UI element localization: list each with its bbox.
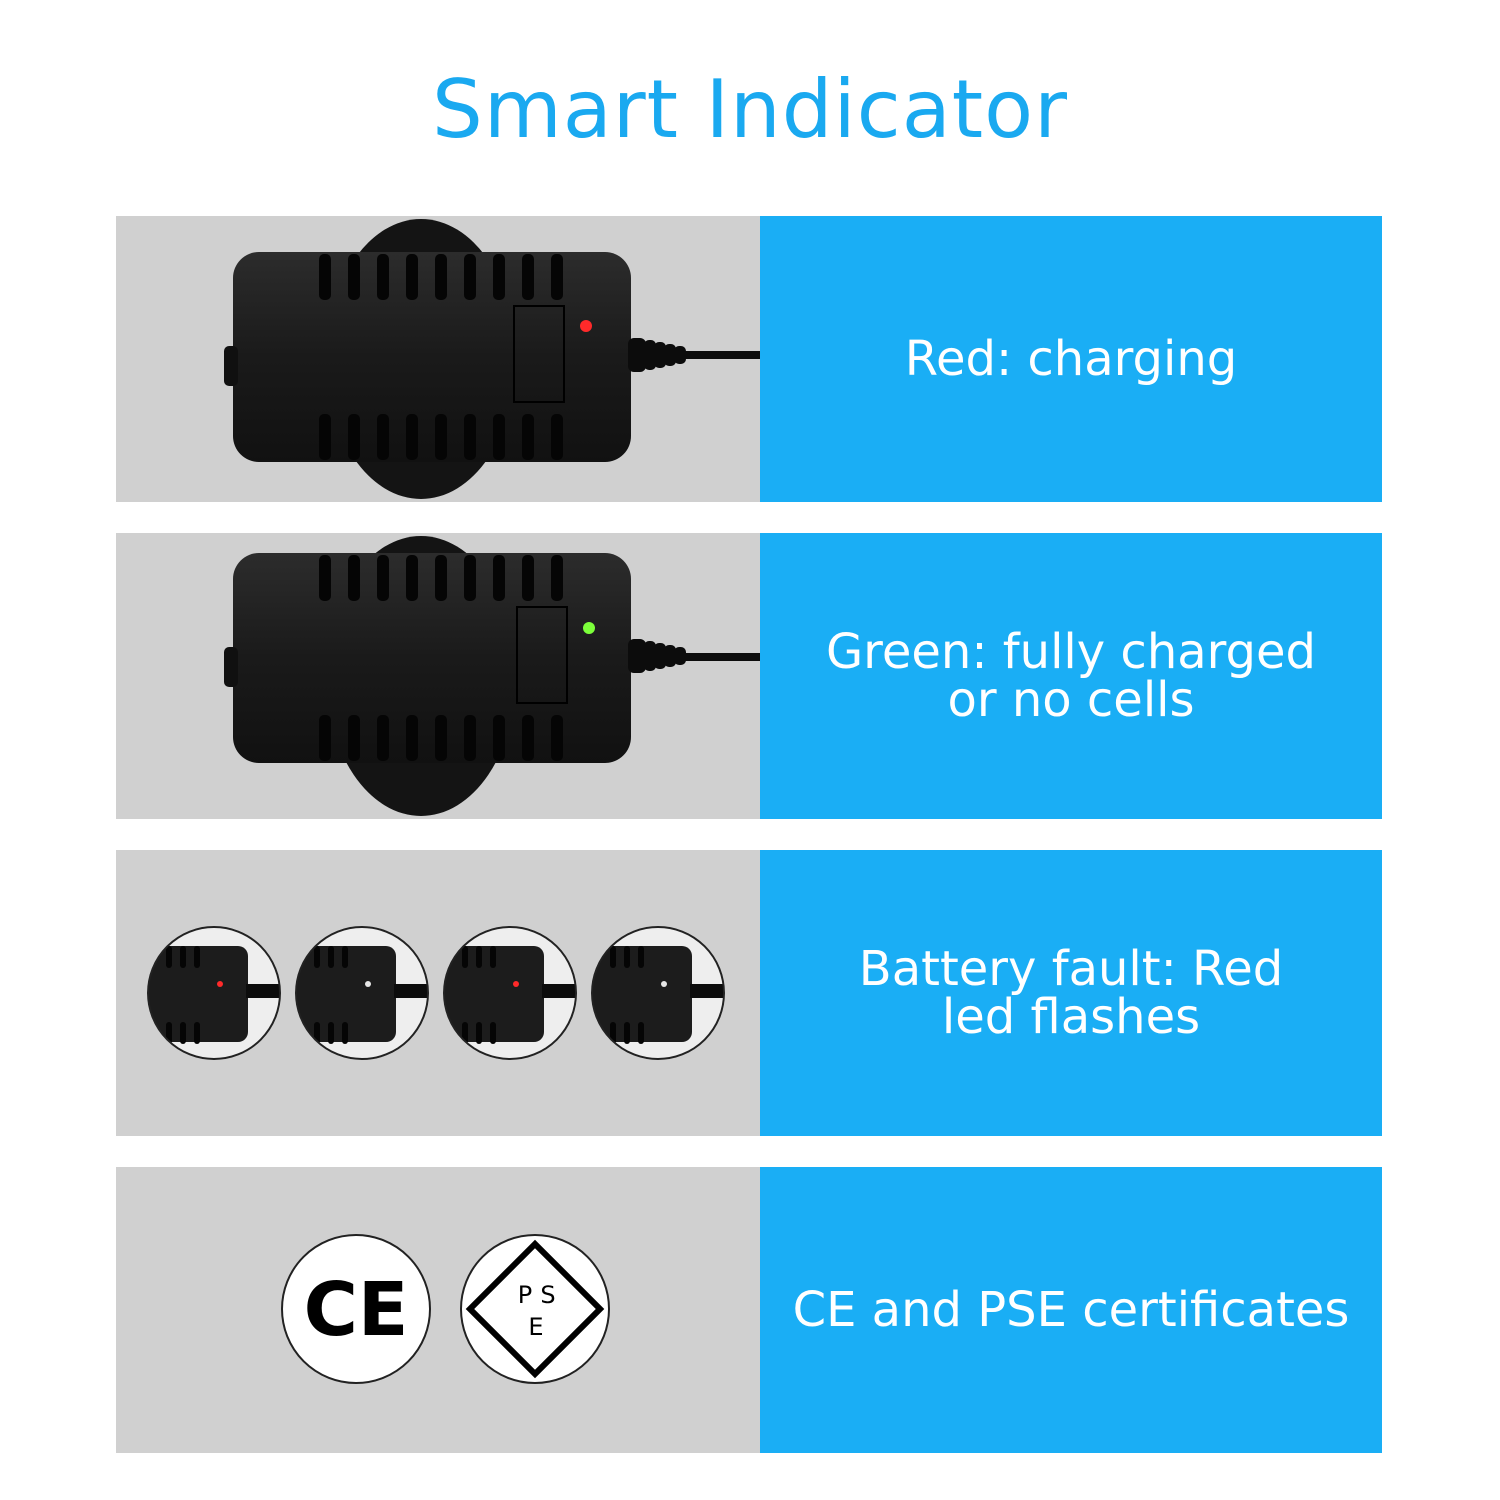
certificates-row: CE P S E CE and PSE certificates	[116, 1167, 1382, 1453]
description-line: Battery fault: Red	[858, 941, 1284, 997]
description-line: led flashes	[941, 989, 1201, 1045]
page-title: Smart Indicator	[432, 63, 1068, 156]
indicator-row-fault: Battery fault: Red led flashes	[116, 850, 1382, 1136]
ce-mark-text: CE	[304, 1267, 409, 1353]
pse-mark-icon: P S E	[460, 1234, 610, 1384]
indicator-description: Green: fully charged or no cells	[760, 533, 1382, 819]
description-line: or no cells	[947, 672, 1195, 728]
description-line: CE and PSE certificates	[792, 1282, 1350, 1338]
description-line: Red: charging	[904, 331, 1238, 387]
ce-mark-icon: CE	[281, 1234, 431, 1384]
description-line: Green: fully charged	[825, 624, 1317, 680]
red-led-icon	[513, 981, 519, 987]
indicator-description: Red: charging	[760, 216, 1382, 502]
certificate-marks: CE P S E	[116, 1167, 760, 1453]
indicator-description: Battery fault: Red led flashes	[760, 850, 1382, 1136]
red-led-icon	[580, 320, 592, 332]
flashing-sequence-photos	[116, 850, 760, 1136]
indicator-row-full: Green: fully charged or no cells	[116, 533, 1382, 819]
indicator-row-charging: Red: charging	[116, 216, 1382, 502]
charger-photo-green	[116, 533, 760, 819]
red-led-icon	[217, 981, 223, 987]
pse-letter: P	[518, 1281, 532, 1309]
indicator-description: CE and PSE certificates	[760, 1167, 1382, 1453]
charger-photo-red	[116, 216, 760, 502]
led-off-icon	[365, 981, 371, 987]
pse-letter: E	[528, 1313, 543, 1341]
led-off-icon	[661, 981, 667, 987]
pse-letter: S	[540, 1281, 555, 1309]
green-led-icon	[583, 622, 595, 634]
